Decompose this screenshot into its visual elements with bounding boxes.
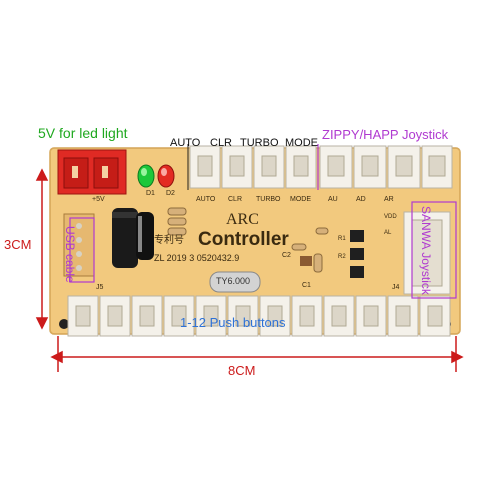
- silk-auto: AUTO: [196, 196, 216, 203]
- clr-label: CLR: [210, 137, 233, 149]
- board-title-arc: ARC: [226, 211, 259, 228]
- width-dimension: [50, 336, 464, 372]
- width-dimension-label: 8CM: [228, 363, 256, 378]
- board-serial: ZL 2019 3 0520432.9: [154, 253, 240, 263]
- height-dimension: [35, 168, 49, 330]
- resistors: [167, 207, 329, 273]
- silk-al: AL: [384, 230, 392, 236]
- board-patent: 专利号: [154, 235, 184, 246]
- silk-vdd: VDD: [384, 214, 397, 220]
- led-power-connector: [57, 149, 127, 195]
- silk-r2: R2: [338, 254, 346, 260]
- crystal: [209, 271, 261, 293]
- silk-au: AU: [328, 196, 338, 203]
- silk-turbo: TURBO: [256, 196, 281, 203]
- silk-j5: J5: [96, 284, 104, 291]
- led-power-label: 5V for led light: [38, 125, 128, 141]
- silk-clr: CLR: [228, 196, 243, 203]
- zippy-joystick-label: ZIPPY/HAPP Joystick: [322, 127, 449, 142]
- transistors: [350, 230, 364, 278]
- silk-plus5v: +5V: [92, 196, 105, 203]
- usb-pads: [63, 213, 95, 277]
- silk-c2: C2: [282, 252, 291, 259]
- top-button-connectors: [189, 145, 317, 189]
- silk-ar: AR: [384, 196, 394, 203]
- push-buttons-label: 1-12 Push buttons: [180, 315, 286, 330]
- silk-d1: D1: [146, 190, 155, 197]
- board-title-controller: Controller: [198, 229, 289, 250]
- usb-highlight-box: [69, 217, 95, 283]
- silk-r1: R1: [338, 236, 346, 242]
- sanwa-highlight-box: [411, 201, 457, 299]
- usb-cable-label: USB cable: [63, 226, 77, 283]
- leds: [137, 164, 175, 188]
- mode-label: MODE: [285, 137, 318, 149]
- crystal-label: TY6.000: [216, 276, 251, 286]
- silk-mode: MODE: [290, 196, 311, 203]
- auto-label: AUTO: [170, 137, 201, 149]
- silk-d2: D2: [166, 190, 175, 197]
- silk-j4: J4: [392, 284, 400, 291]
- sanwa-joystick-label: SANWA Joystick: [419, 206, 433, 295]
- height-dimension-label: 3CM: [4, 237, 32, 252]
- turbo-label: TURBO: [240, 137, 279, 149]
- silk-ad: AD: [356, 196, 366, 203]
- capacitors: [112, 208, 154, 268]
- silk-c1: C1: [302, 282, 311, 289]
